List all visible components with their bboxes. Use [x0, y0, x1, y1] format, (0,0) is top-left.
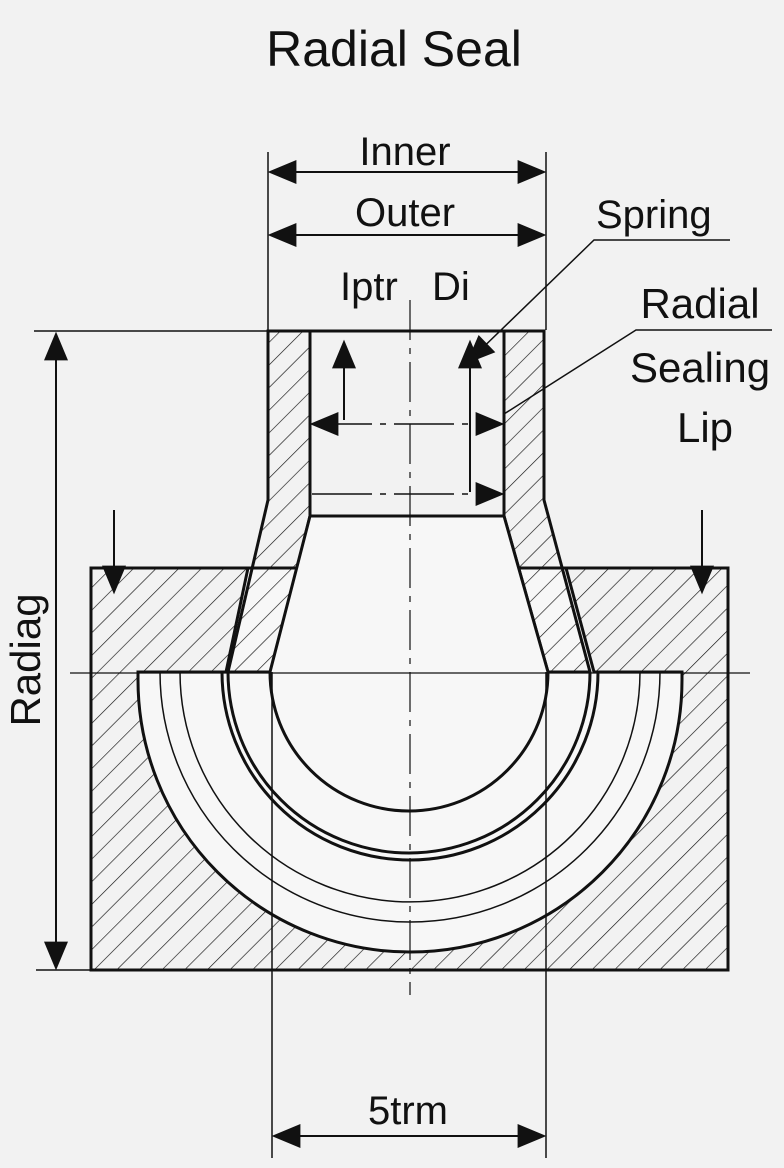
inner-label: Inner	[359, 130, 450, 174]
seal-bulb	[268, 514, 550, 813]
di-label: Di	[432, 265, 470, 309]
spring-leader-line	[466, 239, 730, 364]
lip-leader-line	[503, 329, 772, 415]
radial-sealing-lip-label-line3: Lip	[677, 404, 733, 451]
outer-label: Outer	[355, 191, 455, 235]
iptr-label: Iptr	[340, 265, 398, 309]
radiag-label: Radiag	[2, 593, 49, 726]
spring-label: Spring	[596, 193, 712, 237]
bottom-dimension-label: 5trm	[368, 1089, 448, 1133]
radial-sealing-lip-label-line1: Radial	[640, 280, 759, 327]
radial-sealing-lip-label-line2: Sealing	[630, 344, 770, 391]
page-title: Radial Seal	[266, 21, 522, 77]
